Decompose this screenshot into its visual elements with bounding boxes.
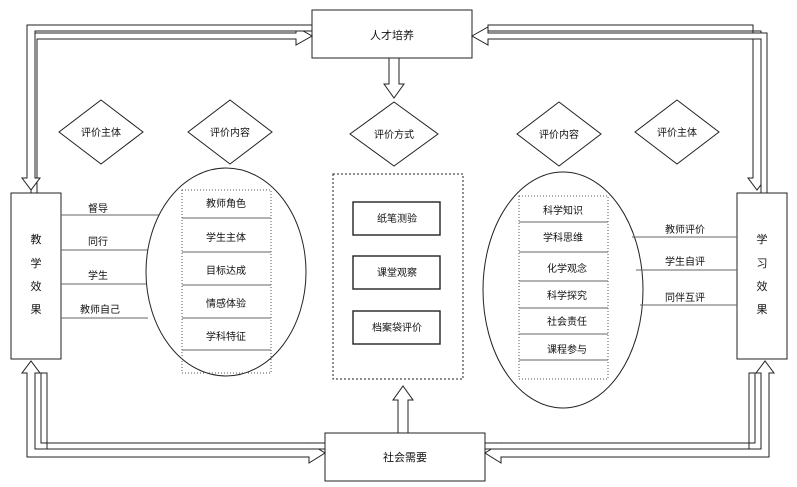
left-subject-label: 教师自己 bbox=[80, 303, 120, 316]
arrow-bottom-to-right bbox=[484, 372, 756, 450]
bottom-box bbox=[324, 432, 486, 482]
top-box bbox=[311, 9, 473, 59]
left-content-item: 教师角色 bbox=[206, 197, 246, 210]
left-effect-box bbox=[10, 192, 62, 360]
arrow-up bbox=[392, 385, 414, 434]
right-content-item: 课程参与 bbox=[547, 343, 587, 356]
right-effect-char: 习 bbox=[757, 257, 768, 270]
method-label: 纸笔测验 bbox=[377, 212, 417, 225]
diamond-left-subject-label: 评价主体 bbox=[81, 127, 121, 139]
right-content-item: 科学知识 bbox=[543, 204, 583, 217]
arrow-left-to-top bbox=[30, 26, 314, 194]
right-effect-char: 果 bbox=[757, 303, 768, 316]
method-label: 档案袋评价 bbox=[372, 321, 422, 334]
left-content-item: 目标达成 bbox=[206, 265, 246, 277]
left-content-ellipse bbox=[145, 167, 307, 377]
diamond-method-label: 评价方式 bbox=[374, 128, 414, 141]
left-subject-label: 学生 bbox=[88, 269, 108, 282]
diamond-right-subject bbox=[634, 99, 720, 165]
diamond-left-subject bbox=[58, 99, 144, 165]
right-content-item: 学科思维 bbox=[543, 231, 583, 244]
left-effect-char: 学 bbox=[31, 256, 42, 270]
left-content-item: 情感体验 bbox=[206, 297, 246, 310]
method-label: 课堂观察 bbox=[377, 266, 417, 279]
method-box bbox=[352, 201, 441, 236]
left-content-item: 学科特征 bbox=[206, 330, 246, 343]
left-subject-label: 同行 bbox=[88, 235, 108, 248]
bottom-box-label: 社会需要 bbox=[383, 450, 427, 464]
right-subject-label: 同伴互评 bbox=[665, 291, 705, 304]
arrow-top-to-right bbox=[487, 24, 767, 191]
left-content-list bbox=[181, 189, 272, 374]
right-effect-char: 效 bbox=[757, 279, 768, 293]
top-box-label: 人才培养 bbox=[370, 28, 414, 42]
diamond-left-content-label: 评价内容 bbox=[210, 126, 250, 139]
arrow-bottom-to-left bbox=[40, 372, 326, 450]
left-effect-char: 教 bbox=[31, 233, 42, 246]
right-subject-label: 教师评价 bbox=[665, 223, 705, 236]
left-effect-char: 果 bbox=[31, 303, 42, 316]
left-content-item: 学生主体 bbox=[206, 231, 246, 244]
method-box bbox=[352, 310, 441, 345]
right-effect-box bbox=[736, 192, 788, 360]
diamond-right-subject-label: 评价主体 bbox=[657, 127, 697, 139]
arrow-down bbox=[383, 57, 405, 99]
arrow-top-to-left bbox=[21, 24, 313, 191]
method-box bbox=[352, 255, 441, 290]
right-effect-char: 学 bbox=[757, 232, 768, 246]
diamond-method bbox=[349, 101, 439, 167]
diamond-right-content bbox=[516, 101, 602, 167]
right-content-ellipse bbox=[482, 171, 644, 409]
diamond-right-content-label: 评价内容 bbox=[539, 128, 579, 141]
left-subject-label: 督导 bbox=[88, 202, 108, 215]
right-content-item: 社会责任 bbox=[547, 315, 587, 328]
left-effect-char: 效 bbox=[31, 279, 42, 293]
right-content-item: 科学探究 bbox=[547, 289, 587, 302]
right-content-list bbox=[518, 195, 609, 380]
arrow-right-to-top bbox=[470, 26, 768, 194]
right-content-item: 化学观念 bbox=[547, 262, 587, 275]
diamond-left-content bbox=[187, 99, 273, 165]
right-subject-label: 学生自评 bbox=[665, 255, 705, 268]
